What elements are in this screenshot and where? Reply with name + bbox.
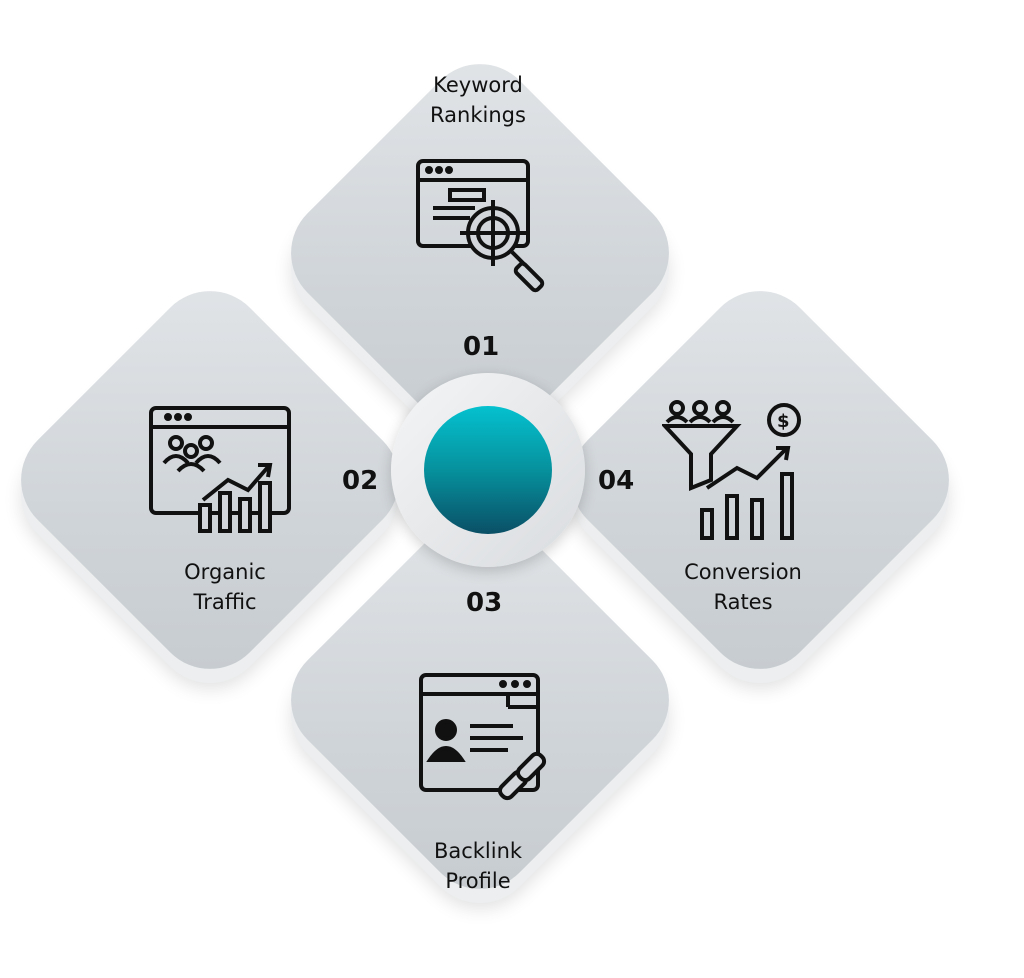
center-hub (391, 373, 585, 567)
backlink-profile-label: Backlink Profile (378, 836, 578, 896)
center-teal-circle (424, 406, 552, 534)
label-line: Profile (445, 869, 511, 893)
label-line: Rankings (430, 103, 526, 127)
label-line: Rates (713, 590, 773, 614)
label-line: Conversion (684, 560, 802, 584)
conversion-funnel-icon: $ (662, 400, 801, 540)
label-line: Organic (184, 560, 266, 584)
step-number-04: 04 (598, 466, 635, 496)
label-line: Traffic (193, 590, 257, 614)
svg-text:$: $ (777, 411, 790, 432)
label-line: Backlink (433, 839, 523, 863)
label-line: Keyword (433, 73, 523, 97)
step-number-01: 01 (463, 332, 500, 362)
keyword-rankings-label: Keyword Rankings (378, 70, 578, 130)
organic-traffic-label: Organic Traffic (125, 557, 325, 617)
keyword-search-icon (416, 159, 545, 293)
step-number-03: 03 (466, 588, 503, 618)
organic-traffic-icon (149, 406, 291, 533)
backlink-profile-icon (419, 673, 547, 801)
step-number-02: 02 (342, 466, 379, 496)
conversion-rates-label: Conversion Rates (643, 557, 843, 617)
